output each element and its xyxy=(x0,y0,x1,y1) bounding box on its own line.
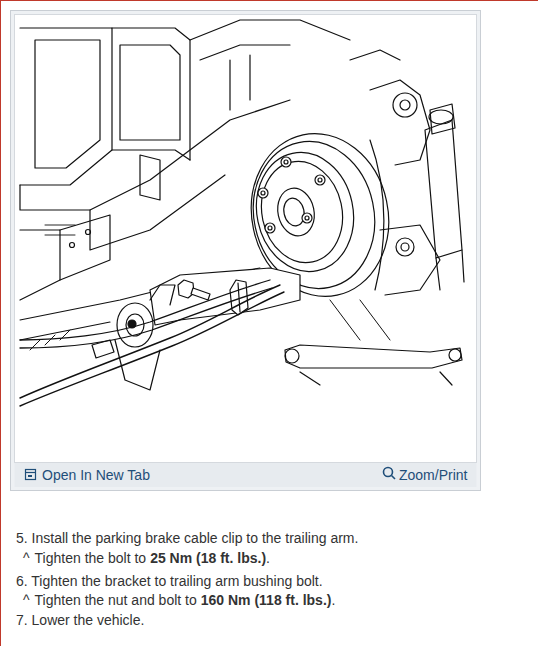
suspension-drawing xyxy=(20,20,464,406)
instruction-text: Open In New Tab xyxy=(42,467,150,483)
viewer-frame xyxy=(11,11,481,491)
toolbar-link: Zoom/Print xyxy=(399,467,467,483)
toolbar-link: Open In New Tab xyxy=(42,467,150,483)
toolbar xyxy=(15,463,477,487)
step-spec: ^ Tighten the nut and bolt to160 Nm (118 … xyxy=(23,592,335,608)
page-edge xyxy=(0,0,1,646)
instruction-text: 6. Tighten the bracket to trailing arm b… xyxy=(16,573,323,589)
instruction-text: ^ xyxy=(23,592,30,608)
instruction-text: . xyxy=(266,550,270,566)
image-area xyxy=(15,15,477,463)
instruction-text: Zoom/Print xyxy=(399,467,467,483)
instruction-text: 7. Lower the vehicle. xyxy=(16,612,144,628)
torque-value: 160 Nm (118 ft. lbs.) xyxy=(201,592,332,608)
instruction-text: . xyxy=(331,592,335,608)
new-tab-icon xyxy=(26,470,36,480)
zoom-icon xyxy=(384,468,396,480)
step-text: 6. Tighten the bracket to trailing arm b… xyxy=(16,573,323,589)
step-spec: ^ Tighten the bolt to25 Nm (18 ft. lbs.). xyxy=(23,550,270,566)
instruction-text: 5. Install the parking brake cable clip … xyxy=(16,530,358,546)
instruction-text: ^ xyxy=(23,550,30,566)
step-text: 5. Install the parking brake cable clip … xyxy=(16,530,358,546)
instruction-text: Tighten the nut and bolt to xyxy=(35,592,197,608)
torque-value: 25 Nm (18 ft. lbs.) xyxy=(150,550,266,566)
page-edge xyxy=(0,0,538,1)
step-text: 7. Lower the vehicle. xyxy=(16,612,144,628)
instruction-text: Tighten the bolt to xyxy=(35,550,147,566)
